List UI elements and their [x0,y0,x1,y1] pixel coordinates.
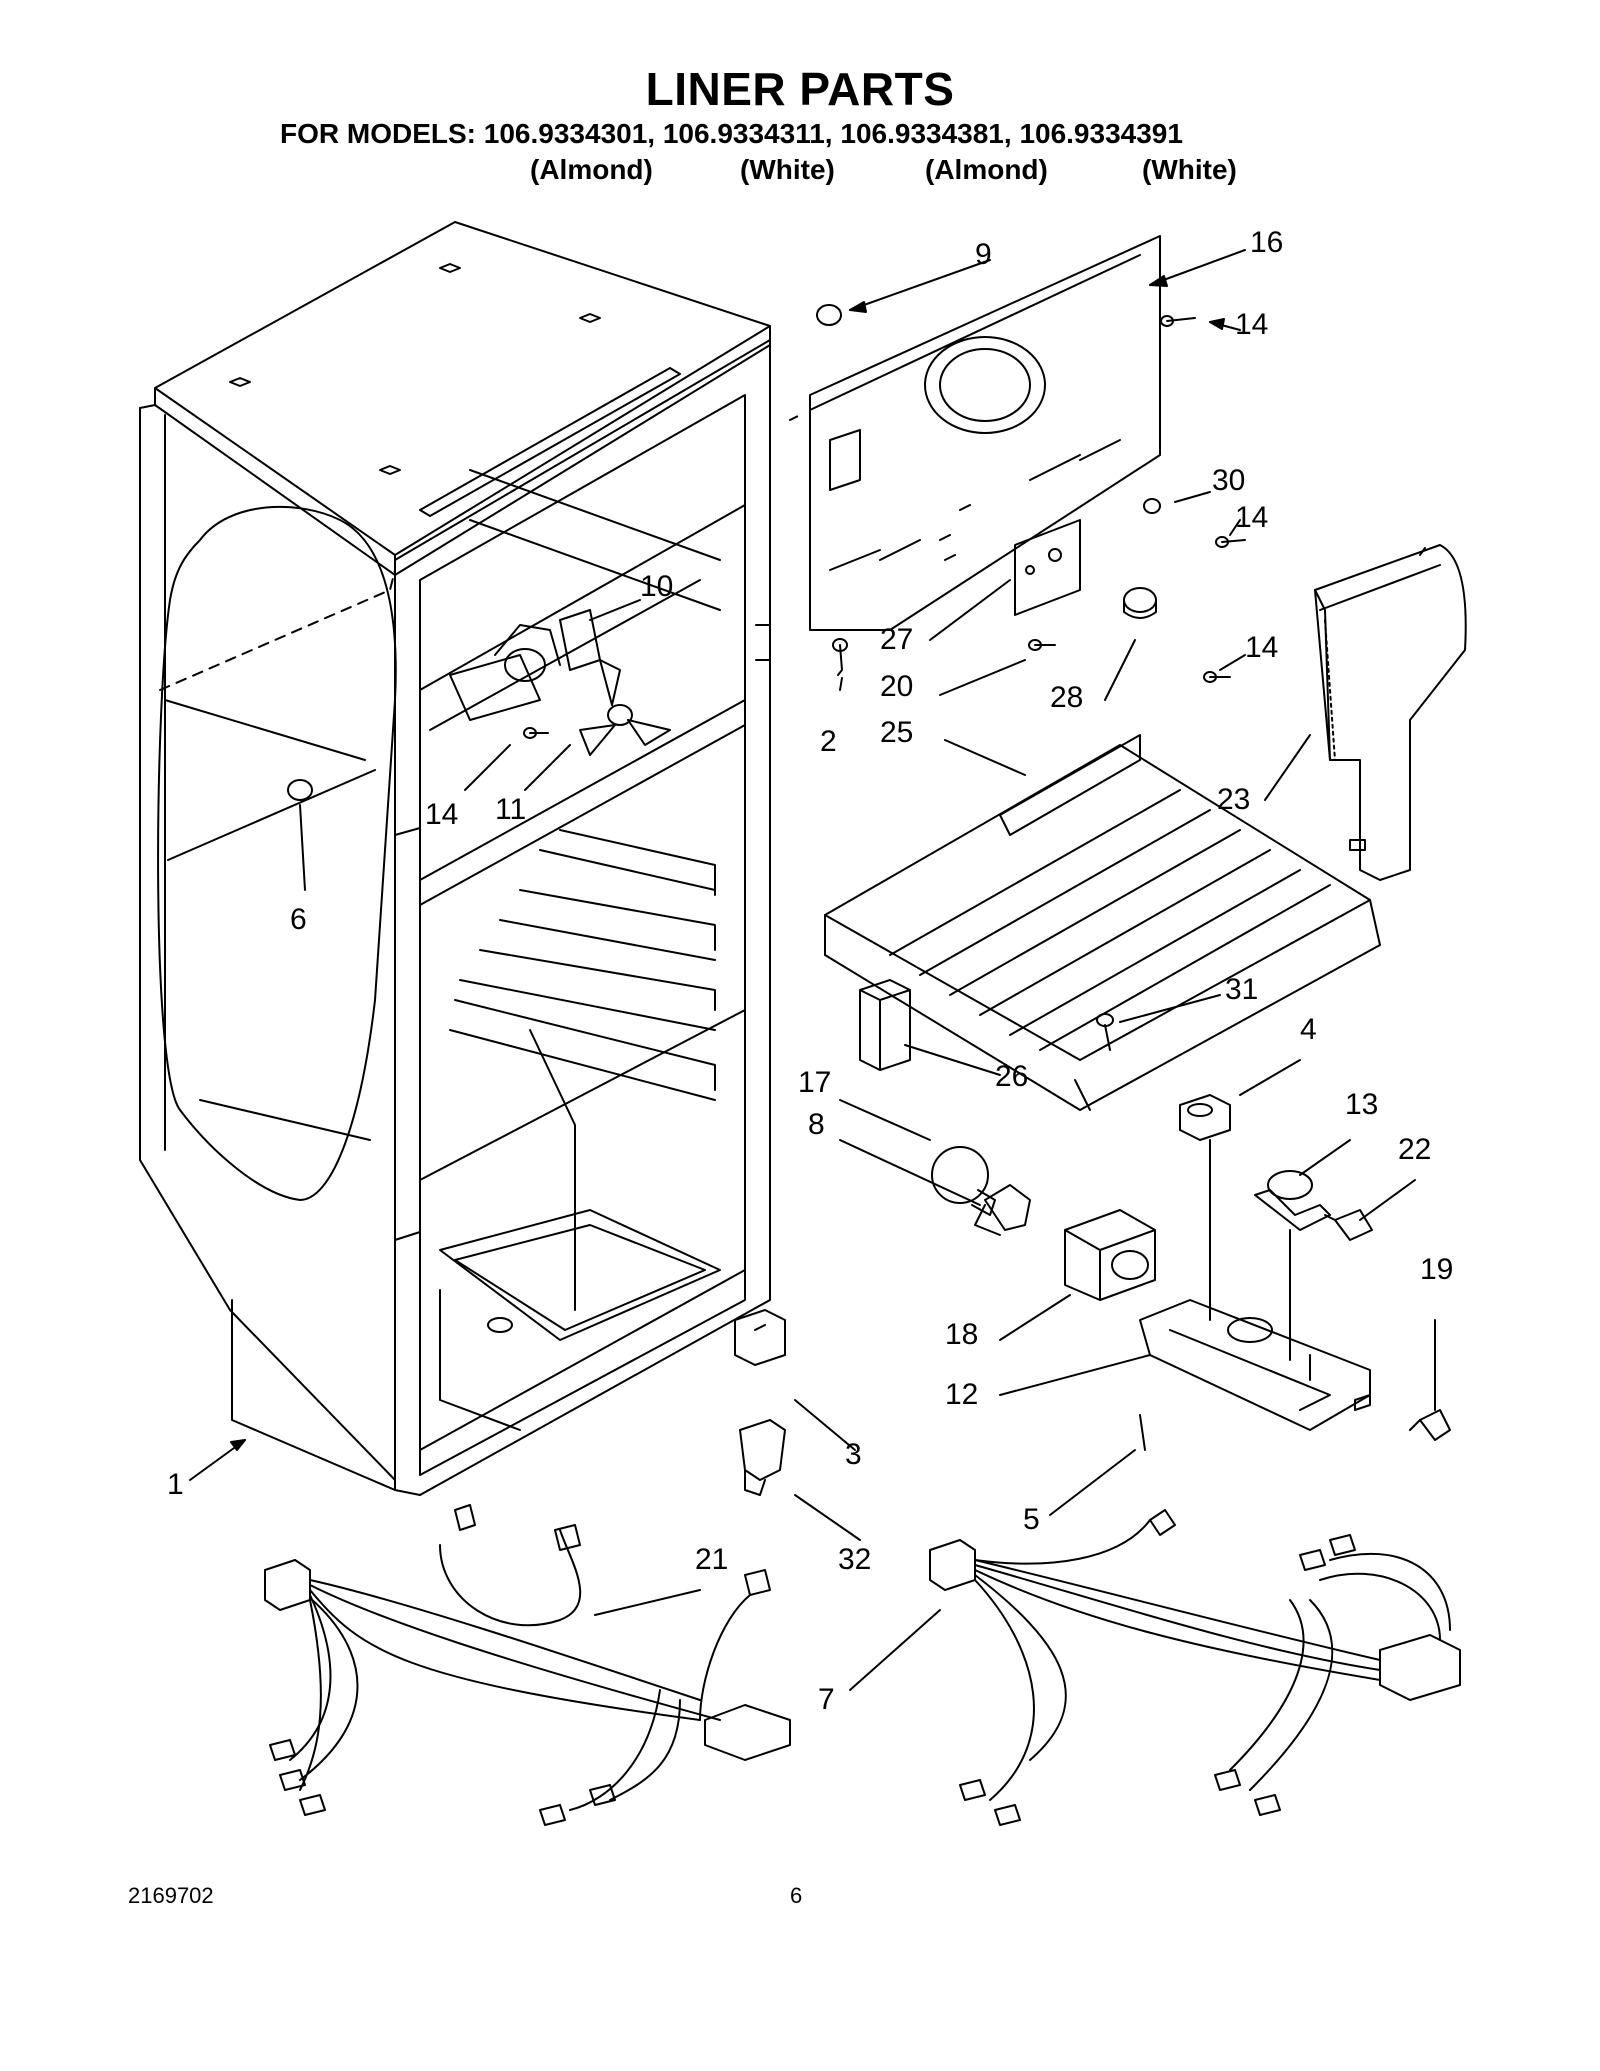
screws [524,305,1245,1450]
callout-26: 26 [995,1060,1029,1093]
part-27-bracket [1015,520,1080,615]
model-color: (Almond) [530,154,653,185]
callout-3: 3 [845,1438,862,1471]
page-title: LINER PARTS [645,63,955,115]
part-4-control-knob [1180,1095,1230,1140]
part-13-thermostat [1255,1171,1330,1230]
model-number: 106.9334381, [840,118,1012,149]
callout-18: 18 [945,1318,979,1351]
callout-32: 32 [838,1543,872,1576]
part-23-control-housing [1315,545,1466,880]
part-16-evaporator-cover [790,236,1160,630]
callout-5: 5 [1023,1503,1040,1536]
part-28-plug [1124,588,1156,618]
model-number: 106.9334391 [1019,118,1183,149]
part-12-control-housing [1140,1140,1370,1430]
callout-21: 21 [695,1543,729,1576]
callout-28: 28 [1050,681,1084,714]
callout-4: 4 [1300,1013,1317,1046]
part-22-switch [1325,1210,1372,1240]
part-7-wire-harness [930,1510,1460,1825]
part-17-light-bulb [932,1147,995,1215]
leader-lines [190,250,1435,1690]
part-11-fan-blade [580,660,670,755]
part-21-wire-harness [265,1505,790,1825]
callout-19: 19 [1420,1253,1454,1286]
part-19-wire-clip [1410,1410,1450,1440]
part-1-liner-cabinet [140,222,770,1495]
callout-25: 25 [880,716,914,749]
models-line: FOR MODELS: 106.9334301, 106.9334311, 10… [280,118,1183,150]
part-18-light-shield [1065,1210,1155,1300]
callout-6: 6 [290,903,307,936]
callout-2: 2 [820,725,837,758]
callout-20: 20 [880,670,914,703]
callout-31: 31 [1225,973,1259,1006]
callout-11: 11 [495,793,527,826]
part-26-block [860,980,910,1070]
model-color: (Almond) [925,154,1048,185]
part-3-connector [735,1310,785,1365]
callout-22: 22 [1398,1133,1432,1166]
callout-30: 30 [1212,464,1246,497]
callout-13: 13 [1345,1088,1379,1121]
part-10-fan-bracket [450,610,600,720]
callout-12: 12 [945,1378,979,1411]
callout-1: 1 [167,1468,184,1501]
page-number: 6 [790,1883,803,1908]
callout-27: 27 [880,623,914,656]
callout-14: 14 [1235,308,1269,341]
model-color: (White) [740,154,835,185]
model-color: (White) [1142,154,1237,185]
part-25-freezer-floor [825,735,1380,1110]
callout-14: 14 [1235,501,1269,534]
part-32-connector [740,1420,785,1495]
callout-14: 14 [425,798,459,831]
models-prefix: FOR MODELS: [280,118,476,149]
part-6-plug [288,780,312,800]
document-number: 2169702 [128,1883,214,1908]
callout-10: 10 [640,570,674,603]
callout-7: 7 [818,1683,835,1716]
callout-14: 14 [1245,631,1279,664]
callout-9: 9 [975,238,992,271]
callout-8: 8 [808,1108,825,1141]
model-number: 106.9334301, [483,118,656,149]
callout-17: 17 [798,1066,832,1099]
callout-23: 23 [1217,783,1251,816]
callout-16: 16 [1250,226,1284,259]
model-number: 106.9334311, [662,118,833,149]
part-8-light-socket [975,1185,1030,1235]
